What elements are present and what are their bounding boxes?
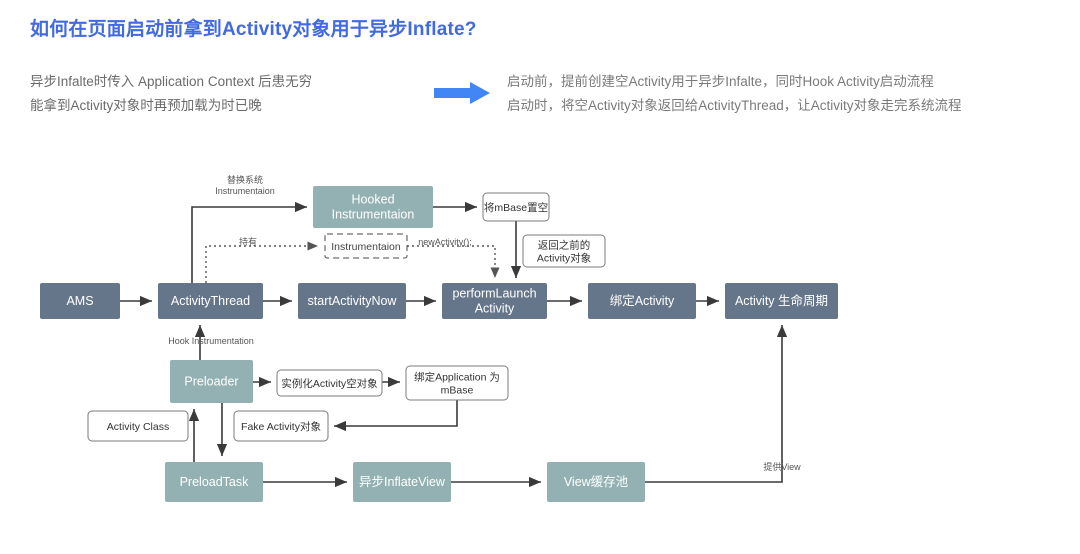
title-divider	[0, 52, 1080, 53]
edge-label-replace-system: 替换系统	[227, 174, 263, 185]
node-ams[interactable]: AMS	[40, 283, 120, 319]
edge-label-replace-system: Instrumentaion	[215, 186, 275, 196]
lead-left-line-2: 能拿到Activity对象时再预加载为时已晚	[30, 98, 262, 113]
node-activitythread[interactable]: ActivityThread	[158, 283, 263, 319]
node-preloader[interactable]: Preloader	[170, 360, 253, 403]
node-instantiate[interactable]: 实例化Activity空对象	[276, 369, 383, 397]
diagram-edges	[120, 201, 788, 488]
node-instantiate-label: 实例化Activity空对象	[281, 377, 377, 390]
node-returnprev-label: Activity对象	[537, 252, 591, 265]
node-lifecycle[interactable]: Activity 生命周期	[725, 283, 838, 319]
node-hooked-label: Hooked	[351, 193, 394, 207]
lead-right-line-2: 启动时，将空Activity对象返回给ActivityThread，让Activ…	[507, 98, 962, 113]
node-mbasenull-label: 将mBase置空	[484, 201, 548, 214]
page-title: 如何在页面启动前拿到Activity对象用于异步Inflate?	[30, 19, 477, 40]
node-bindapp-label: 绑定Application 为	[414, 371, 500, 384]
node-hooked-label: Instrumentaion	[332, 208, 415, 222]
node-performlaunch-label: performLaunch	[452, 287, 536, 301]
lead-left-line-1: 异步Infalte时传入 Application Context 后患无穷	[30, 74, 313, 89]
node-activityclass-label: Activity Class	[107, 421, 169, 433]
node-viewcache[interactable]: View缓存池	[547, 462, 645, 502]
diagram-nodes: AMS ActivityThread startActivityNow perform…	[40, 186, 838, 502]
node-bindapp-label: mBase	[441, 385, 474, 397]
node-instrumentaion-label: Instrumentaion	[331, 241, 401, 253]
lead-right-line-1: 启动前，提前创建空Activity用于异步Infalte，同时Hook Acti…	[507, 74, 934, 89]
node-preloader-label: Preloader	[184, 375, 238, 389]
node-fakeactivity[interactable]: Fake Activity对象	[233, 410, 329, 442]
node-activitythread-label: ActivityThread	[171, 294, 250, 308]
lead-left-text: 异步Infalte时传入 Application Context 后患无穷能拿到…	[30, 70, 410, 118]
node-preloadtask[interactable]: PreloadTask	[165, 462, 263, 502]
flow-diagram: AMS ActivityThread startActivityNow perform…	[0, 160, 1080, 549]
node-lifecycle-label: Activity 生命周期	[735, 293, 828, 308]
edge-label-newactivity: newActivity();	[418, 237, 472, 247]
node-fakeactivity-label: Fake Activity对象	[241, 420, 321, 433]
edge-label-provide-view: 提供View	[763, 461, 801, 472]
node-performlaunch-label: Activity	[475, 302, 515, 316]
right-arrow-icon	[432, 80, 494, 106]
node-asyncinflate-label: 异步InflateView	[359, 475, 446, 489]
lead-right-text: 启动前，提前创建空Activity用于异步Infalte，同时Hook Acti…	[507, 70, 1067, 118]
node-startactivitynow[interactable]: startActivityNow	[298, 283, 406, 319]
node-asyncinflate[interactable]: 异步InflateView	[353, 462, 451, 502]
node-preloadtask-label: PreloadTask	[180, 475, 250, 489]
node-viewcache-label: View缓存池	[564, 475, 629, 489]
node-startactivitynow-label: startActivityNow	[308, 294, 398, 308]
edge-label-hook-instr: Hook Instrumentation	[168, 336, 254, 346]
node-ams-label: AMS	[66, 294, 93, 308]
node-bindactivity[interactable]: 绑定Activity	[588, 283, 696, 319]
node-activityclass[interactable]: Activity Class	[87, 410, 189, 442]
node-returnprev-label: 返回之前的	[538, 239, 591, 252]
node-mbasenull[interactable]: 将mBase置空	[482, 192, 550, 222]
node-bindactivity-label: 绑定Activity	[610, 293, 675, 308]
edge-label-hold: 持有	[239, 236, 257, 247]
node-instrumentaion[interactable]: Instrumentaion	[324, 233, 408, 259]
